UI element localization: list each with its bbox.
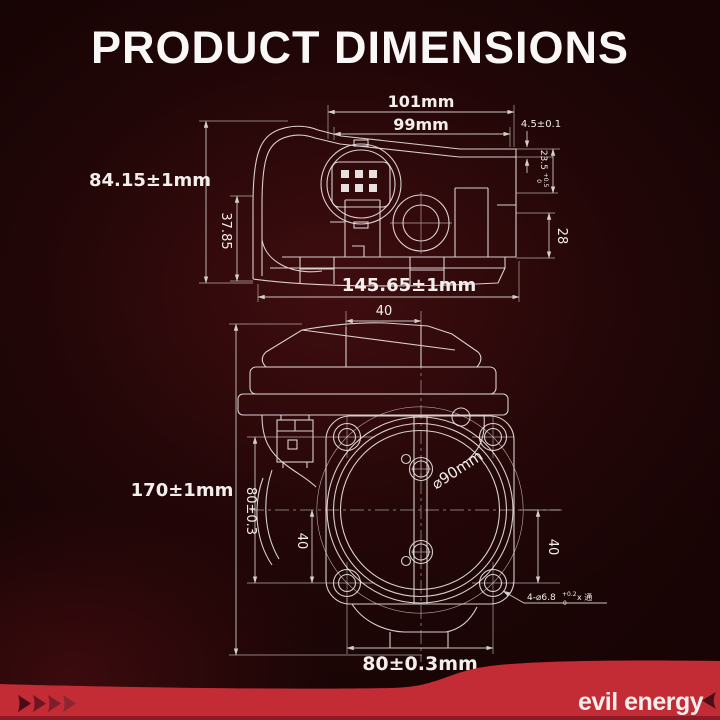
- dim-101: 101mm: [327, 92, 515, 115]
- dimensions: 101mm 99mm 4.5±0.1 23.5 +0.5 0: [89, 92, 607, 675]
- dim-step-label: 4.5±0.1: [521, 119, 561, 130]
- dim-hole-sub: 0: [563, 600, 567, 607]
- dim-hole-callout: 4-⌀6.8 +0.2 0 x 通: [502, 590, 607, 607]
- dim-collar-sup: +0.5: [542, 173, 549, 188]
- bore-side: [390, 192, 452, 254]
- dim-40-right: 40: [535, 509, 560, 584]
- side-view: [252, 125, 517, 287]
- dim-101-label: 101mm: [388, 92, 455, 111]
- ribbon-shadow: [0, 716, 720, 720]
- connector-side: [320, 139, 402, 229]
- dim-40-right-label: 40: [545, 539, 560, 556]
- play-arrow-icon-3: [48, 695, 61, 712]
- dim-80h-label: 80±0.3mm: [362, 653, 478, 675]
- connector-front: [276, 415, 314, 468]
- dim-bore-label: ⌀90mm: [428, 447, 486, 493]
- dim-40-left-label: 40: [294, 533, 309, 550]
- footer-ribbon: evil energy: [0, 660, 720, 720]
- dim-40-top-label: 40: [376, 304, 393, 319]
- dim-hole-sup: +0.2: [562, 591, 577, 598]
- dim-145-65: 145.65±1mm: [257, 275, 520, 300]
- dim-hole-suffix: x 通: [577, 592, 592, 602]
- dim-40-top: 40: [345, 304, 422, 324]
- dim-84-15: 84.15±1mm: [89, 120, 211, 284]
- play-arrow-icon-1: [18, 695, 31, 712]
- dim-80v-label: 80±0.3: [243, 487, 258, 535]
- dim-collar-sub: 0: [535, 179, 542, 183]
- ribbon-shape: [0, 660, 720, 720]
- front-view: [237, 322, 562, 662]
- dim-99-label: 99mm: [393, 115, 449, 134]
- brand-logo-text: evil energy: [578, 688, 704, 716]
- dim-170: 170±1mm: [131, 323, 239, 656]
- dim-37-85-label: 37.85: [218, 212, 233, 249]
- dim-step-4-5: 4.5±0.1: [521, 119, 561, 173]
- dim-collar-label: 23.5 +0.5 0: [535, 150, 551, 190]
- logo-arrow-icon: [702, 692, 716, 709]
- dim-collar-23-5: 23.5 +0.5 0: [535, 148, 556, 194]
- dim-collar-value: 23.5: [538, 150, 548, 170]
- play-arrows: [18, 695, 76, 712]
- dim-84-15-label: 84.15±1mm: [89, 170, 211, 191]
- dim-80-horizontal: 80±0.3mm: [346, 645, 494, 675]
- page-title: PRODUCT DIMENSIONS: [90, 22, 630, 73]
- dim-28-label: 28: [554, 228, 569, 245]
- centerlines: [250, 330, 562, 662]
- dim-99: 99mm: [333, 115, 511, 137]
- dim-37-85: 37.85: [218, 195, 240, 282]
- dim-bore-90: ⌀90mm: [428, 447, 486, 493]
- dim-80-vertical: 80±0.3: [243, 436, 258, 584]
- dim-hole-value: 4-⌀6.8: [527, 593, 556, 603]
- play-arrow-icon-2: [33, 695, 46, 712]
- play-arrow-icon-4: [63, 695, 76, 712]
- flange: [316, 406, 524, 649]
- dim-28: 28: [546, 212, 569, 259]
- dim-145-65-label: 145.65±1mm: [342, 275, 477, 296]
- dim-170-label: 170±1mm: [131, 480, 234, 501]
- dim-40-left: 40: [294, 509, 315, 584]
- brand-logo: evil energy: [578, 678, 716, 716]
- logo-flame-icon: [609, 678, 616, 688]
